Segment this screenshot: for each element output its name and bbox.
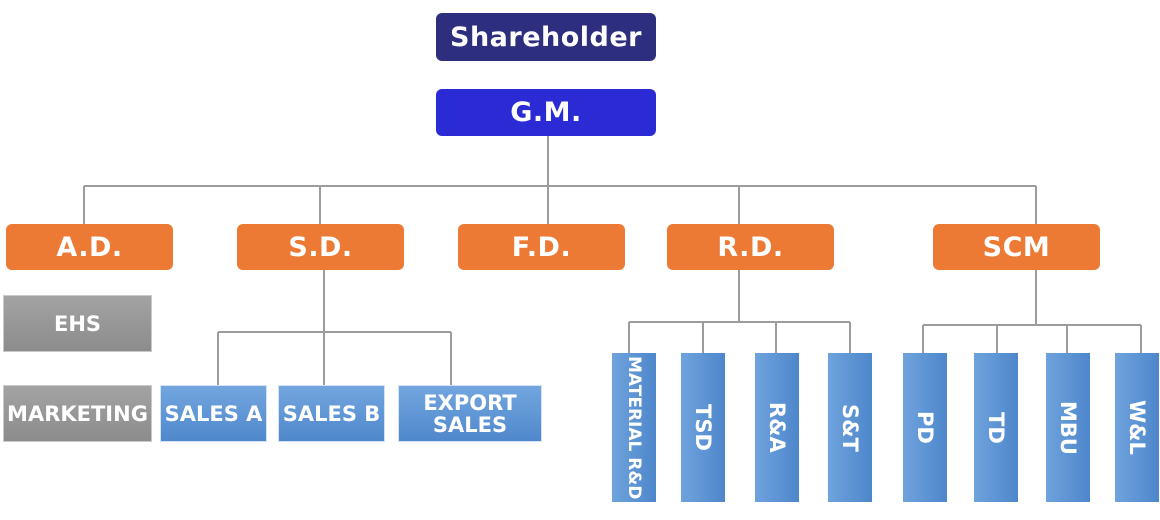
unit-mbu-label: MBU: [1056, 400, 1080, 455]
unit-ra-label: R&A: [765, 402, 789, 453]
unit-mbu: MBU: [1046, 353, 1090, 502]
unit-st-label: S&T: [838, 403, 862, 452]
unit-marketing-label: MARKETING: [7, 401, 148, 426]
unit-st: S&T: [828, 353, 872, 502]
gm-box: G.M.: [436, 89, 656, 136]
department-scm-label: SCM: [982, 231, 1051, 263]
department-ad: A.D.: [6, 224, 173, 270]
unit-sales-a: SALES A: [160, 385, 267, 442]
unit-tsd-label: TSD: [691, 404, 715, 451]
unit-td: TD: [974, 353, 1018, 502]
unit-ra: R&A: [755, 353, 799, 502]
department-fd: F.D.: [458, 224, 625, 270]
department-rd-label: R.D.: [717, 231, 784, 263]
unit-export-sales: EXPORT SALES: [398, 385, 542, 442]
department-ad-label: A.D.: [56, 231, 123, 263]
unit-pd: PD: [903, 353, 947, 502]
unit-td-label: TD: [984, 411, 1008, 444]
unit-pd-label: PD: [913, 411, 937, 444]
shareholder-label: Shareholder: [450, 21, 642, 53]
department-rd: R.D.: [667, 224, 834, 270]
unit-sales-a-label: SALES A: [164, 401, 263, 426]
gm-label: G.M.: [510, 97, 582, 128]
unit-ehs-label: EHS: [53, 311, 102, 336]
department-sd-label: S.D.: [288, 231, 353, 263]
unit-tsd: TSD: [681, 353, 725, 502]
department-scm: SCM: [933, 224, 1100, 270]
unit-wl-label: W&L: [1125, 400, 1149, 455]
unit-material-rd: MATERIAL R&D: [612, 353, 656, 502]
unit-sales-b-label: SALES B: [282, 401, 381, 426]
unit-material-rd-label: MATERIAL R&D: [624, 355, 644, 500]
unit-export-sales-label-line1: EXPORT: [423, 390, 517, 415]
department-fd-label: F.D.: [511, 231, 572, 263]
department-sd: S.D.: [237, 224, 404, 270]
unit-wl: W&L: [1115, 353, 1159, 502]
unit-export-sales-label-line2: SALES: [432, 412, 508, 437]
unit-ehs: EHS: [3, 295, 152, 352]
unit-sales-b: SALES B: [278, 385, 385, 442]
shareholder-box: Shareholder: [436, 13, 656, 61]
unit-marketing: MARKETING: [3, 385, 152, 442]
